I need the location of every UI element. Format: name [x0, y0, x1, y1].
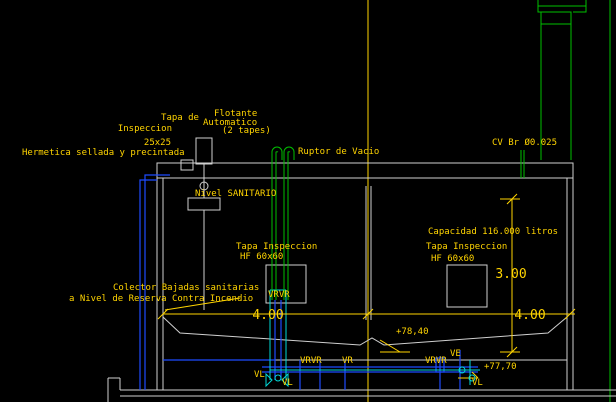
nivel-sanitario-label: Nivel SANITARIO: [195, 189, 276, 199]
dim-left: 4.00: [252, 308, 283, 323]
vent-structure: [537, 0, 611, 402]
flotante-line3: (2 tapes): [222, 126, 271, 136]
flotante-line2: Automatico: [203, 118, 257, 128]
dim-height: 3.00: [495, 267, 526, 282]
tank-outline: [107, 162, 616, 402]
capacidad-label: Capacidad 116.000 litros: [428, 227, 558, 237]
tapa-left-line2: HF 60x60: [240, 252, 283, 262]
colector-line2: a Nivel de Reserva Contra Incendio: [69, 294, 253, 304]
valve-vr-1: VR: [342, 356, 353, 366]
ruptor-label: Ruptor de Vacio: [298, 147, 379, 157]
cv-label: CV Br Ø0.025: [492, 137, 557, 148]
flotante-line1: Flotante: [214, 109, 257, 119]
blue-pipes: [139, 174, 478, 390]
float-device: [180, 137, 221, 310]
tapa-inspeccion-line1: Tapa de: [161, 113, 199, 123]
tapa-left-line1: Tapa Inspeccion: [236, 242, 317, 252]
tapa-right-line2: HF 60x60: [431, 254, 474, 264]
level-1: +78,40: [396, 327, 429, 337]
valve-ve: VE: [450, 349, 461, 359]
valve-vl-1: VL: [254, 370, 265, 380]
level-2: +77,70: [484, 362, 517, 372]
tapa-right-line1: Tapa Inspeccion: [426, 242, 507, 252]
tapa-inspeccion-line2: Inspeccion: [118, 124, 172, 134]
colector-line1: Colector Bajadas sanitarias: [113, 283, 259, 293]
tapa-inspeccion-line3: 25x25: [144, 138, 171, 148]
inspection-cover-right: [446, 264, 488, 308]
vacuum-breakers: [271, 146, 525, 300]
valve-vrvr-1: VRVR: [268, 290, 290, 300]
valve-vl-2: VL: [282, 378, 293, 388]
valve-symbols: [265, 366, 476, 388]
dim-right: 4.00: [514, 308, 545, 323]
cyan-pipes: [269, 289, 480, 385]
valve-vrvr-3: VRVR: [425, 356, 447, 366]
valve-vl-3: VL: [472, 378, 483, 388]
tapa-inspeccion-line4: Hermetica sellada y precintada: [22, 148, 185, 158]
valve-vrvr-2: VRVR: [300, 356, 322, 366]
